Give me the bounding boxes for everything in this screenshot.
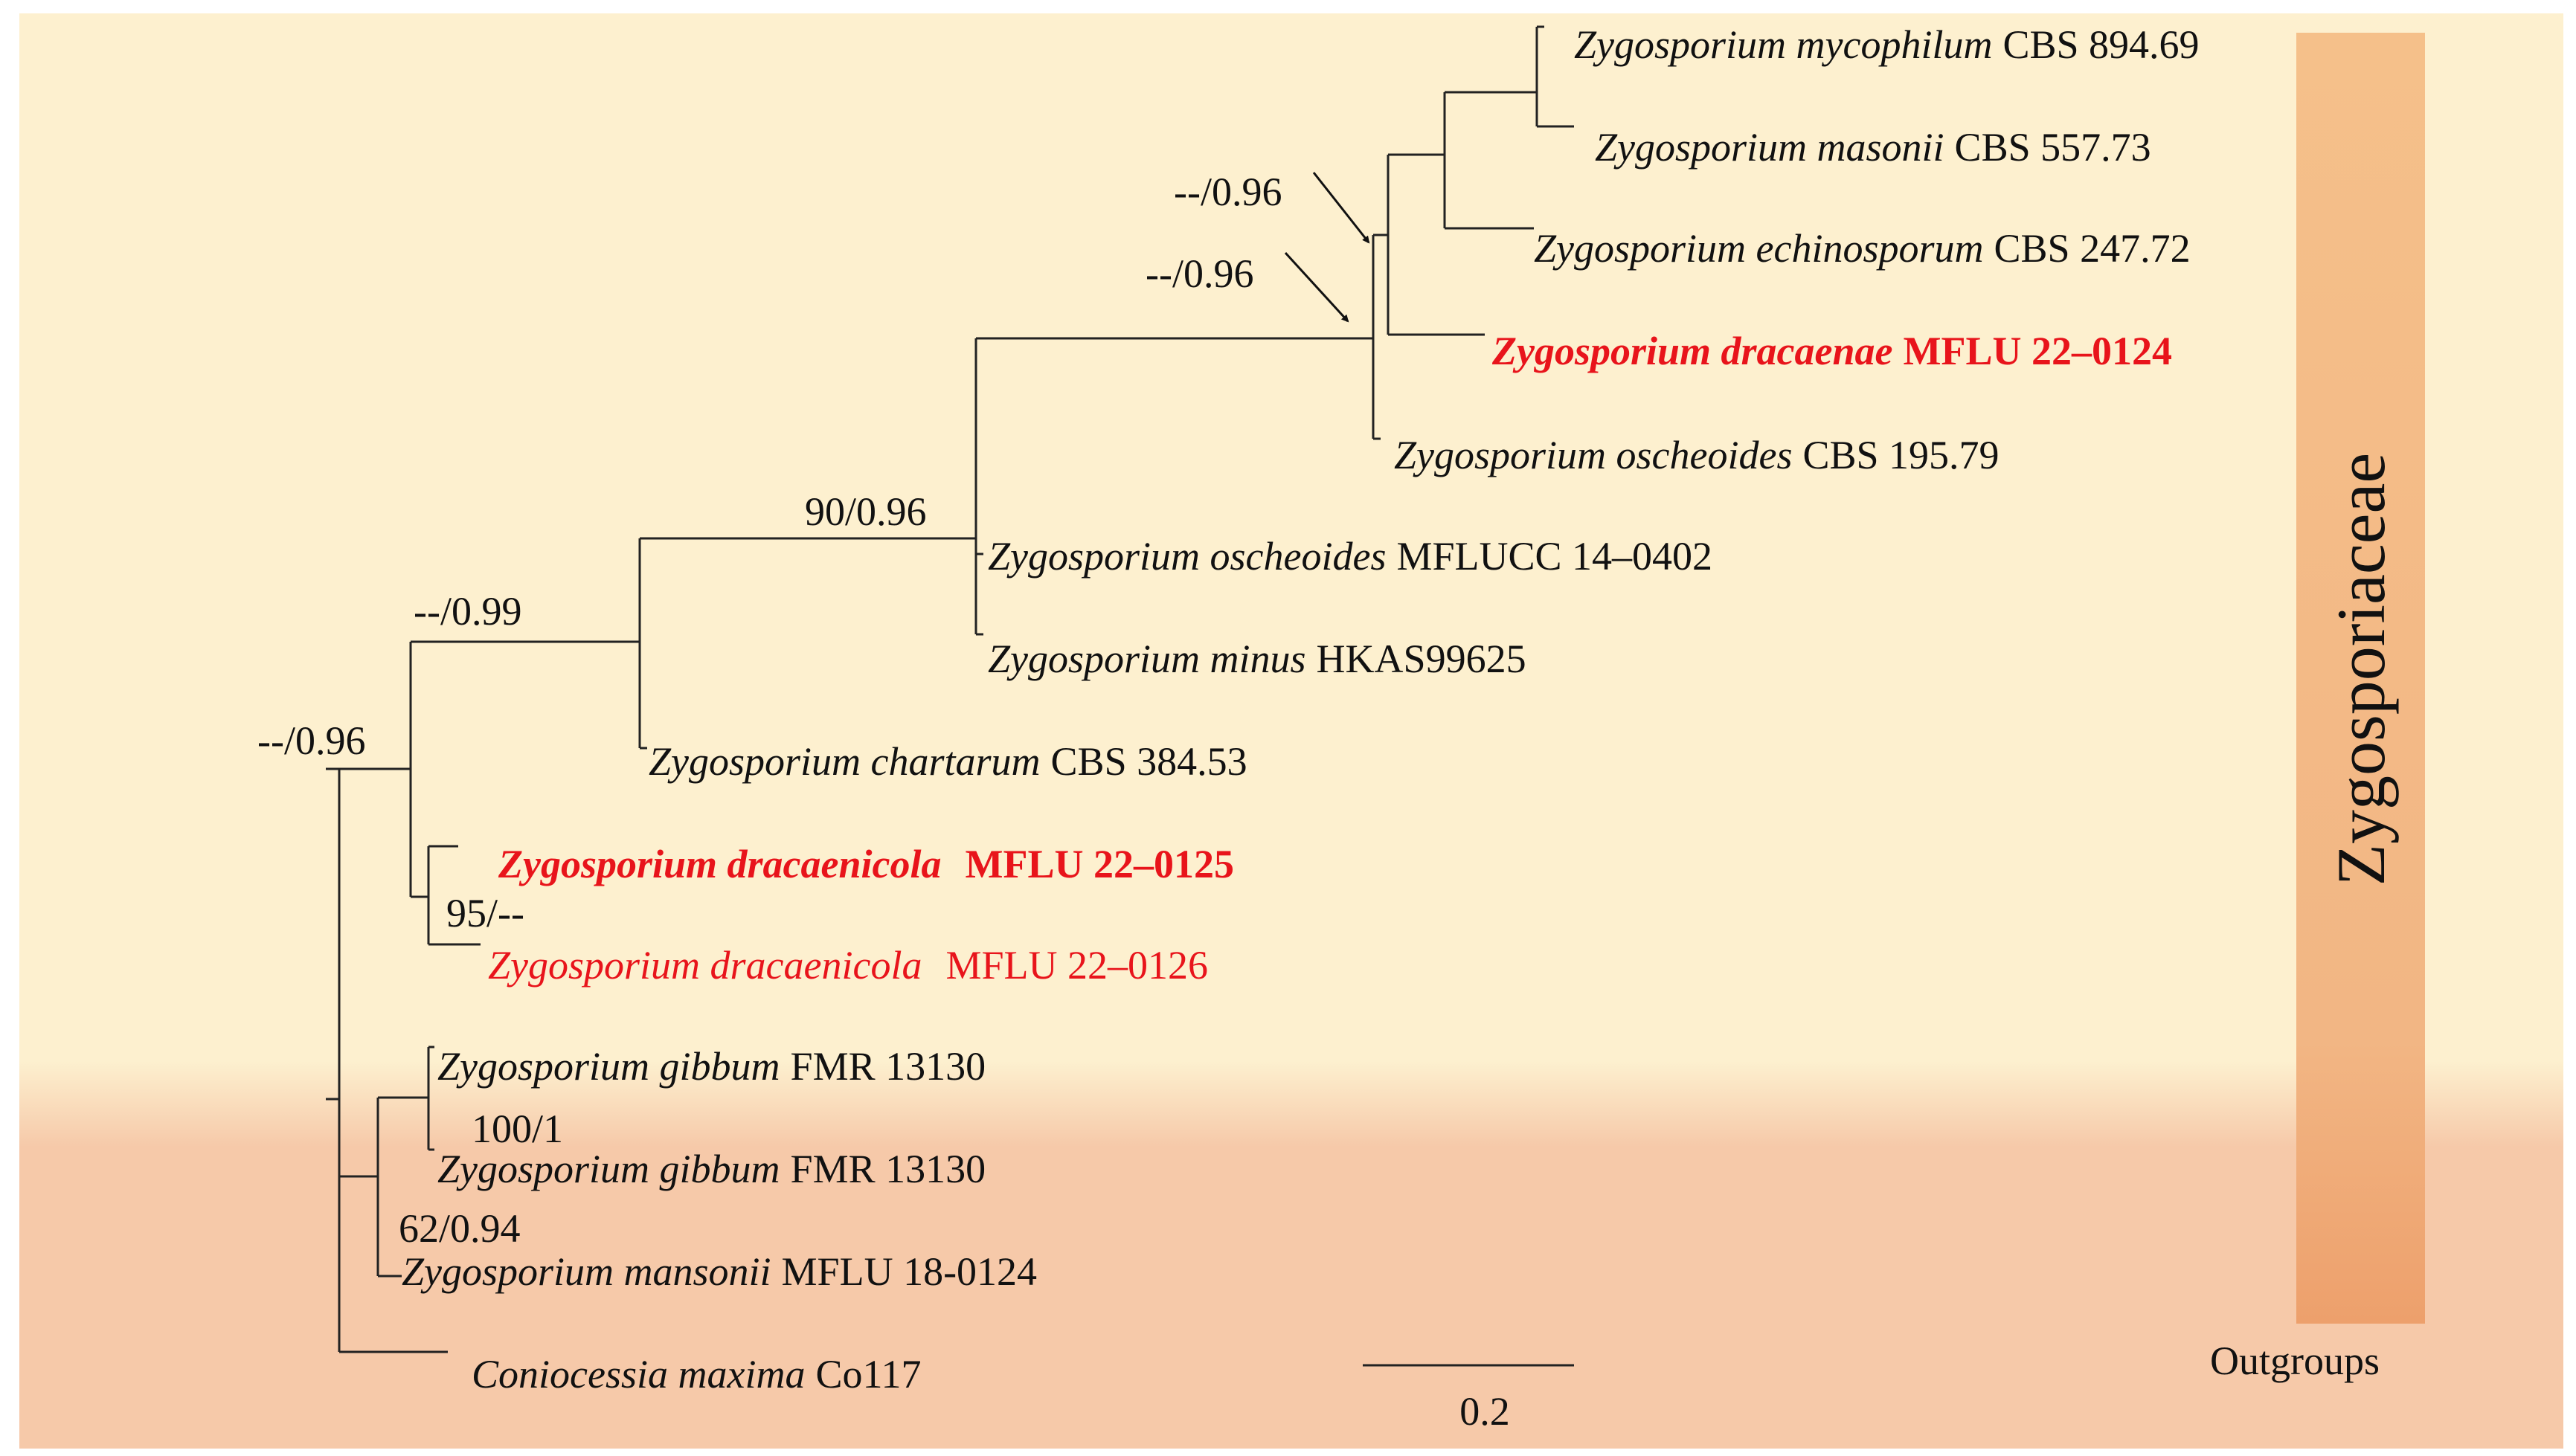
tree-branches (326, 25, 1574, 1353)
outgroup-label: Outgroups (2210, 1339, 2380, 1383)
arrow-upper (1312, 172, 1370, 244)
family-label: Zygosporiaceae (2323, 453, 2399, 886)
support-value: 62/0.94 (399, 1206, 521, 1251)
branch-dracaenicola (411, 845, 481, 946)
branch-ingroup (339, 642, 412, 897)
family-bar (2296, 33, 2425, 1324)
branch-inner-clade (1373, 155, 1485, 336)
branch-upper-clade (411, 538, 647, 750)
branch-dracaenae-clade (976, 235, 1381, 440)
support-value: --/0.96 (1146, 251, 1253, 296)
branch-lower-clade (339, 1098, 402, 1278)
support-value: 95/-- (446, 891, 524, 935)
arrow-lower (1284, 251, 1349, 323)
figure-background (19, 13, 2563, 1449)
support-value: 90/0.96 (805, 489, 927, 534)
support-values: --/0.96 --/0.96 90/0.96 --/0.99 --/0.96 … (257, 170, 1282, 1251)
support-value: --/0.96 (257, 718, 365, 763)
scale-bar-label: 0.2 (1459, 1389, 1510, 1434)
support-value: 100/1 (472, 1107, 563, 1151)
branch-root (326, 767, 448, 1353)
branch-mycophilum-clade (1445, 25, 1574, 128)
support-value: --/0.96 (1174, 170, 1282, 214)
branch-oscheoides-clade (640, 338, 983, 636)
branch-gibbum (378, 1046, 434, 1151)
support-value: --/0.99 (414, 589, 521, 634)
branch-echino-clade (1388, 92, 1534, 230)
